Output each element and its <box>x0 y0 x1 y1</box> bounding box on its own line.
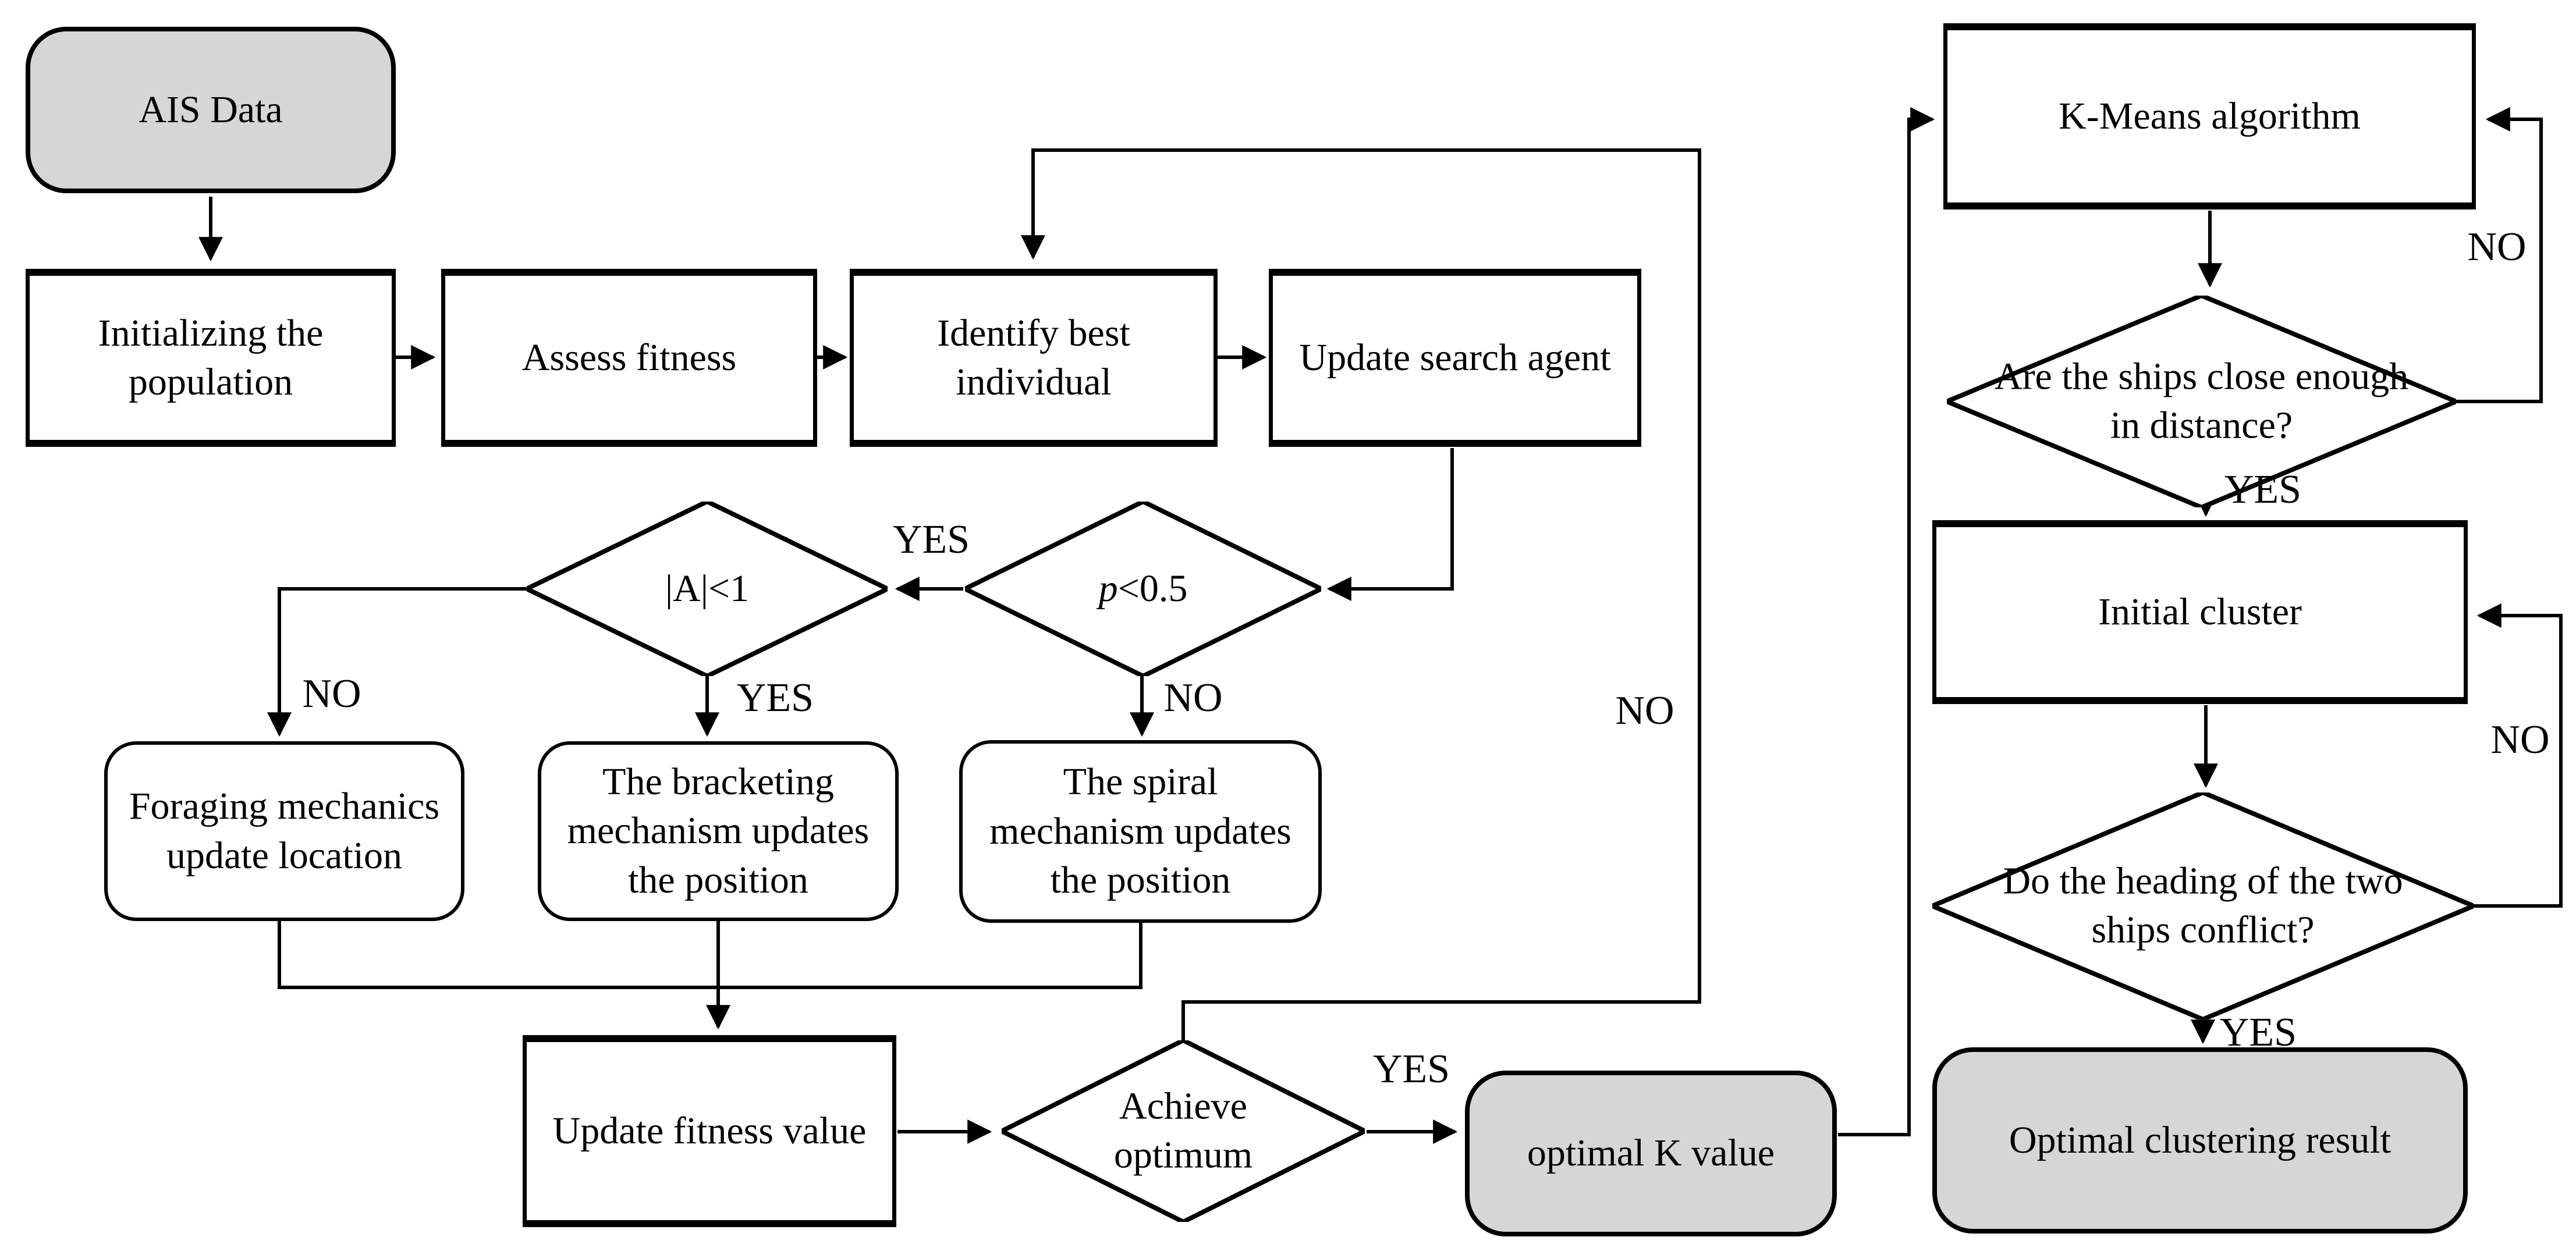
edge-label-yes-achieve: YES <box>1372 1047 1450 1092</box>
decision-achieve-optimum-label: Achieve optimum <box>1113 1085 1253 1177</box>
decision-a-magnitude-label: |A|<1 <box>665 567 750 610</box>
edge-label-no-loop: NO <box>1615 688 1674 733</box>
p-threshold: <0.5 <box>1117 567 1188 610</box>
arrow-optimalk-to-kmeans <box>1838 107 1935 1136</box>
diamond-shape <box>527 502 888 676</box>
process-spiral-mechanism: The spiral mechanism updates the positio… <box>959 740 1322 923</box>
diamond-shape <box>1932 792 2474 1019</box>
p-variable: p <box>1098 567 1118 610</box>
process-initial-cluster: Initial cluster <box>1932 520 2468 704</box>
arrow-shipsclose-no-to-kmeans <box>2455 107 2543 403</box>
process-kmeans-algorithm: K-Means algorithm <box>1943 23 2476 209</box>
decision-p-value: p<0.5 <box>965 502 1321 676</box>
line-foraging-to-bus <box>278 919 1142 989</box>
process-assess-fitness: Assess fitness <box>441 269 817 447</box>
process-initializing-population: Initializing the population <box>26 269 396 447</box>
process-identify-best-individual: Identify best individual <box>850 269 1218 447</box>
decision-heading-conflict-label: Do the heading of the two ships conflict… <box>2003 859 2403 951</box>
decision-ships-close-distance: Are the ships close enough in distance? <box>1947 296 2456 507</box>
arrow-heading-no-to-initialcluster <box>2472 603 2563 908</box>
process-update-fitness-value: Update fitness value <box>523 1035 896 1227</box>
edge-label-no-kmeans: NO <box>2467 225 2527 269</box>
edge-label-yes-p-to-a: YES <box>892 517 970 562</box>
start-ais-data: AIS Data <box>26 27 396 193</box>
decision-p-value-label: p<0.5 <box>965 564 1321 613</box>
edge-label-yes-heading: YES <box>2219 1010 2297 1055</box>
edge-label-yes-a-down: YES <box>736 676 814 720</box>
terminal-optimal-k-value: optimal K value <box>1465 1071 1837 1236</box>
arrow-updatesearch-to-p <box>1326 448 1454 601</box>
decision-achieve-optimum: Achieve optimum <box>1002 1040 1365 1222</box>
process-bracketing-mechanism: The bracketing mechanism updates the pos… <box>538 741 899 921</box>
process-foraging-mechanics: Foraging mechanics update location <box>104 741 464 921</box>
process-update-search-agent: Update search agent <box>1269 269 1641 447</box>
edge-label-no-initial-cluster: NO <box>2490 717 2550 762</box>
edge-label-no-a-branch: NO <box>302 671 361 716</box>
diamond-shape <box>965 502 1321 676</box>
terminal-optimal-clustering-result: Optimal clustering result <box>1932 1047 2468 1234</box>
edge-label-yes-ships: YES <box>2224 467 2302 512</box>
decision-ships-close-distance-label: Are the ships close enough in distance? <box>1994 355 2409 447</box>
diamond-shape <box>1002 1040 1365 1222</box>
edge-label-no-p-down: NO <box>1163 676 1223 720</box>
arrow-achieve-no-loop-to-identify <box>1021 148 1701 1042</box>
decision-heading-conflict: Do the heading of the two ships conflict… <box>1932 792 2474 1019</box>
decision-a-magnitude: |A|<1 <box>527 502 888 676</box>
arrow-a-no-to-foraging <box>267 587 528 737</box>
diamond-shape <box>1947 296 2456 507</box>
